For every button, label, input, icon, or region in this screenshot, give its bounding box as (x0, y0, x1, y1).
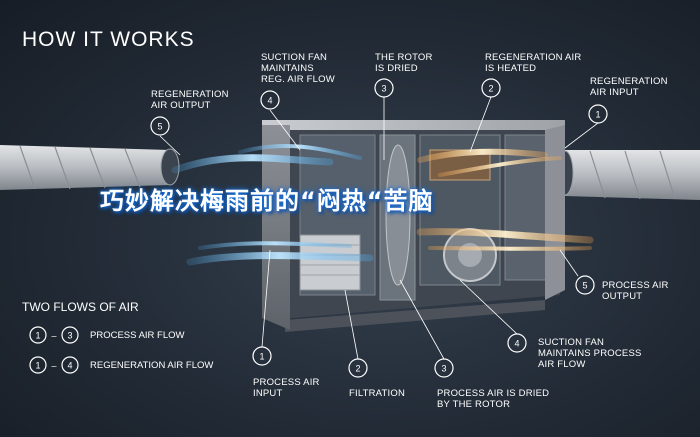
legend-dash: – (51, 361, 56, 371)
callout-rotor-dried-marker: 3 (375, 79, 393, 97)
callout-number: 5 (157, 122, 162, 132)
label-regeneration-air-output: REGENERATION AIR OUTPUT (151, 89, 229, 111)
callout-process-input-marker: 1 (253, 347, 271, 365)
callout-regen-heated-marker: 2 (482, 79, 500, 97)
label-regeneration-air-input: REGENERATION AIR INPUT (590, 76, 668, 98)
label-process-air-dried: PROCESS AIR IS DRIED BY THE ROTOR (437, 388, 549, 410)
callout-number: 2 (488, 84, 493, 94)
callout-regen-input-marker: 1 (589, 105, 607, 123)
callout-number: 1 (259, 352, 264, 362)
label-suction-fan-regen: SUCTION FAN MAINTAINS REG. AIR FLOW (261, 52, 335, 85)
callout-number: 3 (381, 84, 386, 94)
legend-dash: – (51, 331, 56, 341)
legend-from-number: 1 (35, 331, 40, 341)
legend-row-process-markers: 1 – 3 (30, 327, 78, 343)
legend-from-number: 1 (35, 361, 40, 371)
callout-number: 1 (595, 110, 600, 120)
legend-title: TWO FLOWS OF AIR (22, 300, 139, 314)
callout-suction-fan-regen-marker: 4 (261, 91, 279, 109)
label-process-air-input: PROCESS AIR INPUT (253, 377, 320, 399)
callout-number: 5 (582, 281, 587, 291)
overlay-banner-text: 巧妙解决梅雨前的“闷热“苦脑 (100, 186, 620, 217)
callout-regen-output-marker: 5 (151, 117, 169, 135)
page-title: HOW IT WORKS (22, 28, 195, 52)
label-suction-fan-process: SUCTION FAN MAINTAINS PROCESS AIR FLOW (538, 337, 642, 370)
legend-to-number: 3 (67, 331, 72, 341)
label-regeneration-air-heated: REGENERATION AIR IS HEATED (485, 52, 581, 74)
callout-number: 2 (355, 364, 360, 374)
callout-number: 4 (514, 339, 519, 349)
legend-label-process-air-flow: PROCESS AIR FLOW (90, 330, 185, 341)
label-filtration: FILTRATION (349, 388, 405, 399)
callout-filtration-marker: 2 (349, 359, 367, 377)
callout-suction-fan-process-marker: 4 (508, 334, 526, 352)
label-process-air-output: PROCESS AIR OUTPUT (602, 280, 669, 302)
callout-process-dried-marker: 3 (435, 359, 453, 377)
callout-number: 3 (441, 364, 446, 374)
label-rotor-dried: THE ROTOR IS DRIED (375, 52, 433, 74)
legend-to-number: 4 (67, 361, 72, 371)
left-duct (0, 145, 179, 190)
callout-number: 4 (267, 96, 272, 106)
legend-row-regeneration-markers: 1 – 4 (30, 357, 78, 373)
legend-label-regeneration-air-flow: REGENERATION AIR FLOW (90, 360, 213, 371)
callout-process-output-marker: 5 (576, 276, 594, 294)
